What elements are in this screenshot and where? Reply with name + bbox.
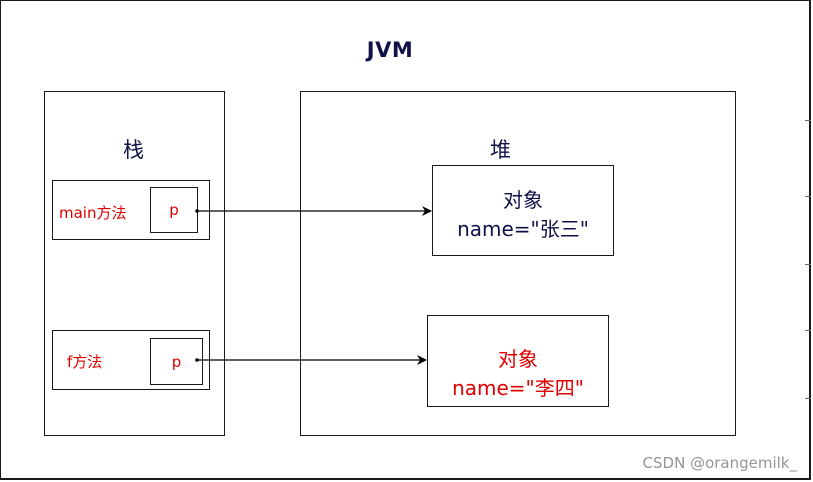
stack-frame-f-var-label: p: [171, 352, 182, 371]
ruler-tick: [805, 330, 811, 331]
stack-frame-f: f方法 p: [52, 330, 210, 390]
watermark: CSDN @orangemilk_: [642, 454, 797, 472]
heap-object-2-title: 对象: [498, 347, 538, 371]
heap-object-1: 对象 name="张三": [432, 165, 614, 256]
stack-frame-f-var: p: [150, 338, 203, 385]
heap-object-1-name: name="张三": [457, 217, 589, 241]
stack-frame-main-label: main方法: [59, 204, 127, 222]
stack-frame-main-var: p: [150, 187, 198, 233]
diagram-title: JVM: [366, 38, 414, 62]
heap-object-1-title: 对象: [503, 188, 543, 212]
ruler-tick: [805, 120, 811, 121]
heap-object-2: 对象 name="李四": [427, 315, 609, 407]
stack-label: 栈: [123, 138, 144, 162]
stack-frame-main-var-label: p: [169, 201, 179, 219]
heap-label: 堆: [490, 138, 511, 162]
heap-object-2-name: name="李四": [452, 376, 584, 400]
ruler-tick: [805, 196, 811, 197]
stack-frame-f-label: f方法: [67, 353, 103, 371]
stack-frame-main: main方法 p: [52, 180, 210, 240]
ruler-tick: [805, 264, 811, 265]
ruler-tick: [805, 398, 811, 399]
